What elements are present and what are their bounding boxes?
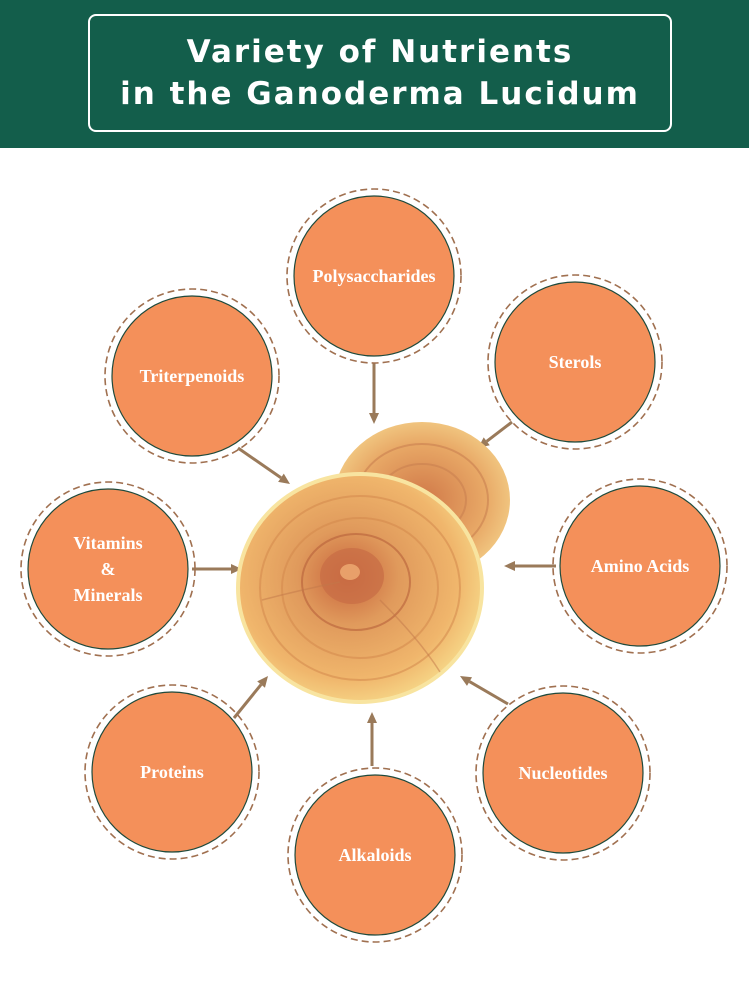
nutrient-label-vitamins-minerals-1: Vitamins: [73, 533, 142, 553]
nutrient-circle: [559, 485, 721, 647]
dashed-ring: [287, 767, 463, 943]
nutrient-label-amino-acids: Amino Acids: [591, 556, 690, 576]
nutrient-label-vitamins-minerals-2: &: [101, 559, 116, 579]
nutrient-label-proteins: Proteins: [140, 762, 204, 782]
arrow-proteins: [232, 676, 268, 719]
nutrient-label-polysaccharides: Polysaccharides: [313, 266, 436, 286]
arrow-vitamins-minerals: [192, 564, 242, 574]
arrow-alkaloids: [367, 712, 377, 766]
nutrient-node-amino-acids: Amino Acids: [552, 478, 728, 654]
nutrient-label-nucleotides: Nucleotides: [519, 763, 608, 783]
header-banner: Variety of Nutrients in the Ganoderma Lu…: [0, 0, 749, 148]
nutrient-circle: [482, 692, 644, 854]
arrow-nucleotides: [460, 676, 509, 706]
dashed-ring: [104, 288, 280, 464]
nutrient-label-vitamins-minerals-3: Minerals: [74, 585, 143, 605]
dashed-ring: [487, 274, 663, 450]
nutrient-node-proteins: Proteins: [84, 684, 260, 860]
nutrient-circle: [91, 691, 253, 853]
nutrient-circle: [293, 195, 455, 357]
dashed-ring: [552, 478, 728, 654]
nutrient-circle: [494, 281, 656, 443]
dashed-ring: [20, 481, 196, 657]
nutrient-node-triterpenoids: Triterpenoids: [104, 288, 280, 464]
arrow-triterpenoids: [237, 446, 290, 484]
nutrient-label-alkaloids: Alkaloids: [338, 845, 411, 865]
nutrient-node-sterols: Sterols: [487, 274, 663, 450]
title-box: Variety of Nutrients in the Ganoderma Lu…: [88, 14, 672, 132]
nutrient-node-vitamins-minerals: Vitamins & Minerals: [20, 481, 196, 657]
nutrient-node-polysaccharides: Polysaccharides: [286, 188, 462, 364]
dashed-ring: [84, 684, 260, 860]
nutrient-label-triterpenoids: Triterpenoids: [140, 366, 245, 386]
nutrient-node-nucleotides: Nucleotides: [475, 685, 651, 861]
arrow-amino-acids: [504, 561, 556, 571]
nutrient-circle: [111, 295, 273, 457]
dashed-ring: [286, 188, 462, 364]
nutrient-circle: [27, 488, 189, 650]
nutrient-node-alkaloids: Alkaloids: [287, 767, 463, 943]
nutrient-label-sterols: Sterols: [549, 352, 602, 372]
arrow-polysaccharides: [369, 363, 379, 424]
ganoderma-mushroom-icon: [236, 422, 510, 704]
title-line-2: in the Ganoderma Lucidum: [120, 76, 640, 112]
nutrient-circle: [294, 774, 456, 936]
dashed-ring: [475, 685, 651, 861]
title-line-1: Variety of Nutrients: [186, 34, 574, 70]
